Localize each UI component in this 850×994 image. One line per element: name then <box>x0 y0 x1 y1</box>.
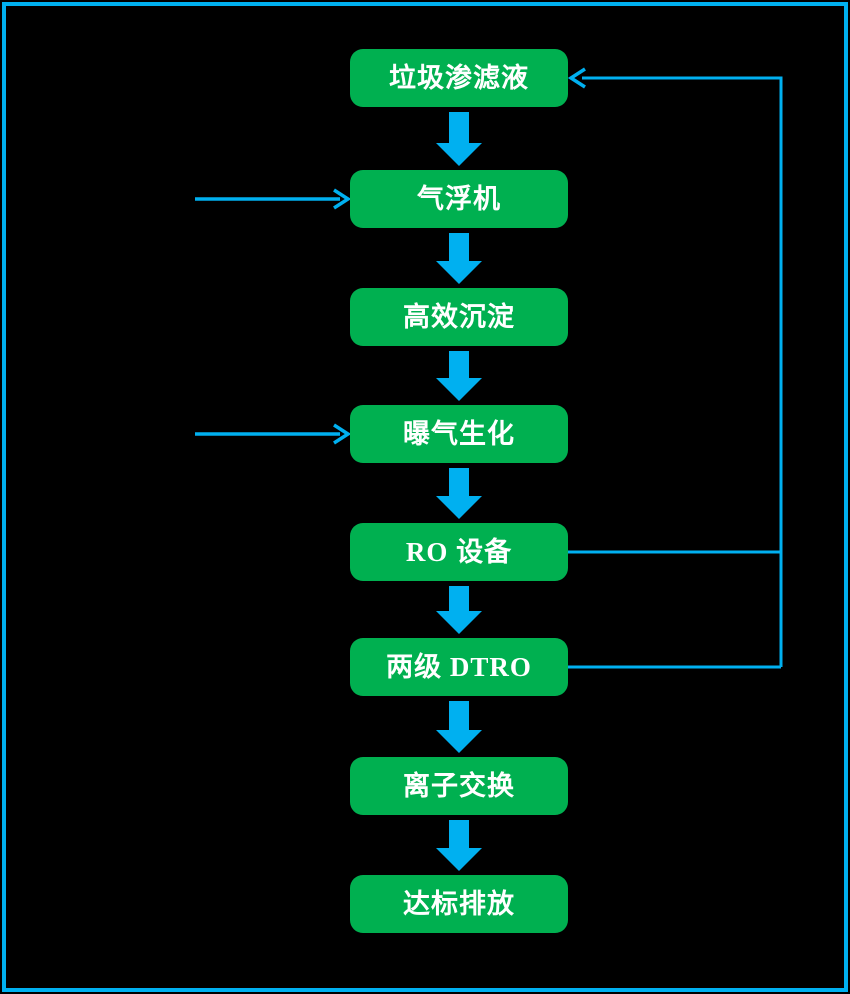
node-two-stage-dtro-label: 两级 DTRO <box>386 651 532 682</box>
node-ro-unit: RO 设备 <box>350 523 568 581</box>
node-leachate-label: 垃圾渗滤液 <box>389 62 529 93</box>
node-two-stage-dtro: 两级 DTRO <box>350 638 568 696</box>
flow-arrow-5 <box>436 586 482 634</box>
node-aeration-bio-label: 曝气生化 <box>403 418 515 449</box>
recycle-return-line <box>582 76 783 667</box>
node-ion-exchange: 离子交换 <box>350 757 568 815</box>
node-discharge: 达标排放 <box>350 875 568 933</box>
flow-arrow-6 <box>436 701 482 753</box>
block-arrows <box>436 112 482 871</box>
node-sedimentation: 高效沉淀 <box>350 288 568 346</box>
inlet-arrows <box>195 188 352 445</box>
flow-arrow-1 <box>436 112 482 166</box>
inlet-arrow-flotation <box>195 188 352 210</box>
inlet-arrow-aeration <box>195 423 352 445</box>
node-air-flotation: 气浮机 <box>350 170 568 228</box>
flow-arrow-7 <box>436 820 482 871</box>
recycle-return-arrowhead <box>567 67 586 89</box>
flow-arrow-4 <box>436 468 482 519</box>
node-air-flotation-label: 气浮机 <box>417 183 501 214</box>
flow-arrow-2 <box>436 233 482 284</box>
node-leachate: 垃圾渗滤液 <box>350 49 568 107</box>
node-discharge-label: 达标排放 <box>403 888 515 919</box>
node-ion-exchange-label: 离子交换 <box>403 770 515 801</box>
recycle-lines <box>567 67 783 669</box>
node-aeration-bio: 曝气生化 <box>350 405 568 463</box>
node-ro-unit-label: RO 设备 <box>405 536 513 567</box>
node-sedimentation-label: 高效沉淀 <box>403 301 515 332</box>
flow-arrow-3 <box>436 351 482 401</box>
